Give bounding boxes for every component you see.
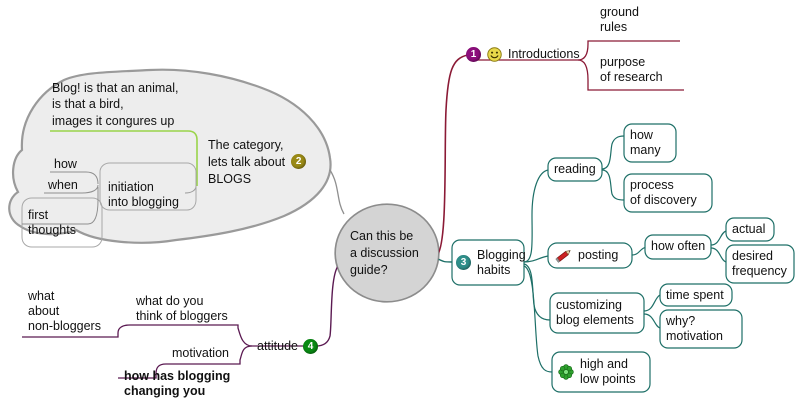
cloud-note-line1: Blog! is that an animal, [52, 81, 179, 95]
node-actual-label: actual [732, 222, 766, 236]
node-actual[interactable]: actual [732, 219, 765, 240]
connector-customizing-to-why [643, 313, 661, 329]
node-initiation-into-blogging-label: initiation into blogging [108, 180, 179, 209]
node-process-of-discovery-label: process of discovery [630, 178, 697, 207]
node-how-many[interactable]: how many [630, 125, 661, 161]
connector-reading-to-process [601, 169, 625, 201]
node-time-spent[interactable]: time spent [666, 285, 724, 305]
central-node[interactable]: Can this be a discussion guide? [335, 204, 439, 302]
flower-icon [558, 364, 574, 380]
badge-2: 2 [291, 154, 307, 169]
node-why-motivation[interactable]: why? motivation [666, 311, 723, 347]
node-how-has-blogging-changing-you[interactable]: how has blogging changing you [122, 367, 232, 401]
node-attitude[interactable]: attitude 4 [255, 336, 320, 356]
node-what-about-non-bloggers-label: what about non-bloggers [28, 288, 101, 333]
node-the-category[interactable]: The category, lets talk about BLOGS 2 [206, 137, 308, 189]
node-attitude-label: attitude [257, 338, 299, 353]
node-how-has-blogging-changing-you-label: how has blogging changing you [124, 369, 231, 398]
connector-bh-to-posting [523, 255, 549, 263]
connector-how-often-to-desired [710, 247, 727, 263]
connector-how-often-to-actual [710, 230, 727, 246]
node-what-do-you-think-of-bloggers-label: what do you think of bloggers [136, 294, 228, 323]
node-reading-label: reading [554, 162, 596, 176]
node-motivation-label: motivation [172, 346, 229, 360]
node-process-of-discovery[interactable]: process of discovery [630, 175, 697, 211]
node-blogging-habits[interactable]: 3 Blogging habits [456, 240, 526, 285]
connector-posting-to-how-often [631, 246, 649, 256]
pencil-icon [554, 248, 572, 264]
node-the-category-label: The category, lets talk about BLOGS [208, 138, 286, 186]
node-posting-label: posting [578, 248, 619, 262]
node-how-label: how [54, 156, 77, 171]
cloud-note-line3: images it congures up [52, 114, 175, 128]
connector-reading-to-how-many [601, 135, 625, 170]
node-desired-frequency[interactable]: desired frequency [732, 246, 787, 282]
badge-4: 4 [303, 338, 319, 354]
node-how[interactable]: how [52, 156, 79, 172]
smiley-icon [487, 46, 502, 62]
cloud-note-line2-wrap: is that a bird, [50, 97, 126, 112]
node-introductions-label: Introductions [508, 46, 580, 61]
connector-initiation-to-category [184, 185, 197, 194]
node-how-many-label: how many [630, 128, 661, 157]
cloud-note-line3-wrap: images it congures up [50, 114, 176, 129]
connector-central-to-attitude [315, 265, 339, 347]
node-first-thoughts-label: first thoughts [28, 208, 76, 237]
node-why-motivation-label: why? motivation [666, 314, 723, 343]
node-blogging-habits-label: Blogging habits [477, 247, 526, 277]
node-high-and-low-points[interactable]: high and low points [558, 353, 636, 391]
node-purpose-of-research-label: purpose of research [600, 55, 663, 84]
node-customizing-blog-elements-label: customizing blog elements [556, 298, 634, 327]
node-how-often[interactable]: how often [651, 236, 705, 257]
node-high-and-low-points-label: high and low points [580, 357, 636, 386]
node-initiation-into-blogging[interactable]: initiation into blogging [106, 178, 181, 212]
node-time-spent-label: time spent [666, 287, 724, 302]
connector-customizing-to-time-spent [643, 294, 661, 312]
cloud-note: Blog! is that an animal, [50, 80, 240, 130]
node-motivation[interactable]: motivation [170, 345, 231, 362]
connector-attitude-to-think-of-bloggers [130, 324, 253, 347]
node-posting[interactable]: posting [554, 244, 618, 267]
node-when-label: when [48, 177, 78, 192]
node-introductions[interactable]: 1 Introductions [464, 44, 582, 64]
node-ground-rules-label: ground rules [600, 5, 639, 34]
central-node-label: Can this be a discussion guide? [350, 228, 419, 277]
connector-central-to-introductions [435, 53, 477, 257]
node-what-about-non-bloggers[interactable]: what about non-bloggers [26, 286, 103, 336]
cloud-note-line2: is that a bird, [52, 97, 124, 111]
node-desired-frequency-label: desired frequency [732, 249, 787, 278]
connector-bh-to-customizing [523, 263, 551, 321]
node-how-often-label: how often [651, 239, 706, 253]
connector-category-to-central [329, 169, 345, 215]
connector-bh-to-reading [523, 169, 549, 263]
node-reading[interactable]: reading [554, 159, 596, 180]
node-ground-rules[interactable]: ground rules [598, 5, 678, 35]
badge-3: 3 [456, 255, 471, 270]
node-when[interactable]: when [46, 177, 80, 193]
badge-1: 1 [466, 46, 481, 62]
node-customizing-blog-elements[interactable]: customizing blog elements [556, 294, 634, 332]
node-purpose-of-research[interactable]: purpose of research [598, 55, 688, 85]
node-first-thoughts[interactable]: first thoughts [26, 206, 78, 240]
node-what-do-you-think-of-bloggers[interactable]: what do you think of bloggers [134, 292, 230, 326]
connector-bh-to-high-low [523, 265, 553, 373]
